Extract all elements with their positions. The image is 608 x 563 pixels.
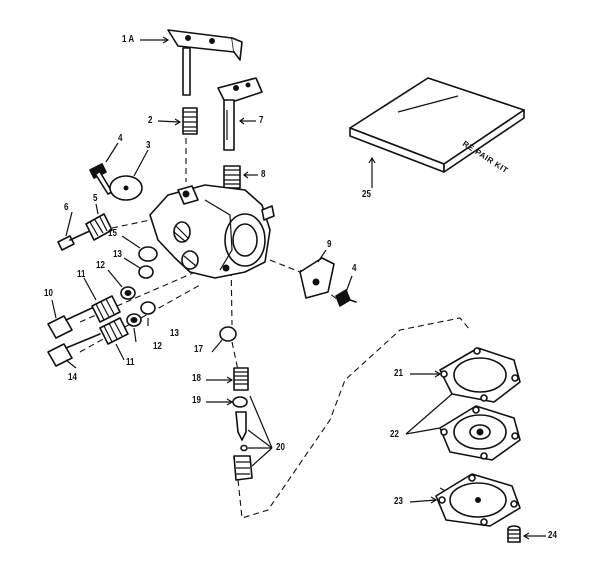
part-21-gasket (439, 347, 521, 403)
leader-lines (51, 36, 546, 540)
part-11-spring-lower (99, 317, 129, 345)
callout-4-right: 4 (352, 263, 357, 274)
callout-2: 2 (148, 115, 153, 126)
callout-20: 20 (276, 442, 285, 453)
part-25-repair-kit: RE PAIR KIT (349, 77, 525, 175)
callout-8: 8 (261, 169, 266, 180)
callout-13-lower: 13 (170, 328, 179, 339)
callout-12-upper: 12 (96, 260, 105, 271)
callout-11-upper: 11 (77, 269, 86, 280)
part-6-screw (57, 229, 93, 251)
callout-19: 19 (192, 395, 201, 406)
part-13-washer-lower (140, 301, 156, 315)
part-14-needle (47, 333, 101, 367)
callout-7: 7 (259, 115, 264, 126)
callout-23: 23 (394, 496, 403, 507)
callout-3: 3 (146, 140, 151, 151)
callout-6: 6 (64, 202, 69, 213)
carburetor-body (149, 184, 275, 279)
callout-1a: 1 A (122, 34, 135, 45)
callout-5: 5 (93, 193, 98, 204)
callout-12-lower: 12 (153, 341, 162, 352)
part-12-oring-upper (120, 286, 136, 300)
part-22-diaphragm (439, 405, 521, 461)
callout-10: 10 (44, 288, 53, 299)
part-8-spring (223, 165, 241, 189)
part-7-choke-shaft (217, 77, 263, 151)
callout-17: 17 (194, 344, 203, 355)
part-12-oring-lower (126, 313, 142, 327)
part-3-throttle-disk (109, 175, 143, 201)
part-19-washer (232, 396, 248, 408)
callout-14: 14 (68, 372, 77, 383)
part-2-spring (182, 107, 198, 135)
part-18-spring (233, 367, 249, 391)
part-23-cover (435, 473, 521, 527)
part-5-spring (85, 213, 113, 241)
part-10-needle (47, 307, 93, 339)
part-11-spring-upper (91, 295, 121, 323)
part-4-screw-right (335, 289, 357, 307)
callout-11-lower: 11 (126, 357, 135, 368)
callout-9: 9 (327, 239, 332, 250)
callout-21: 21 (394, 368, 403, 379)
part-1a-throttle-plate (167, 29, 243, 96)
part-24-screw (507, 525, 521, 543)
part-13-washer-upper (138, 265, 154, 279)
callout-4-upper: 4 (118, 133, 123, 144)
part-20-needle-seat (233, 411, 253, 481)
callout-15: 15 (108, 228, 117, 239)
part-15-plug (138, 246, 158, 262)
part-4-screw-upper (89, 163, 113, 195)
callout-18: 18 (192, 373, 201, 384)
callout-24: 24 (548, 530, 557, 541)
callout-25: 25 (362, 189, 371, 200)
part-17-plug (219, 326, 237, 342)
callout-13-upper: 13 (113, 249, 122, 260)
callout-22: 22 (390, 429, 399, 440)
part-9-cover (299, 257, 335, 299)
